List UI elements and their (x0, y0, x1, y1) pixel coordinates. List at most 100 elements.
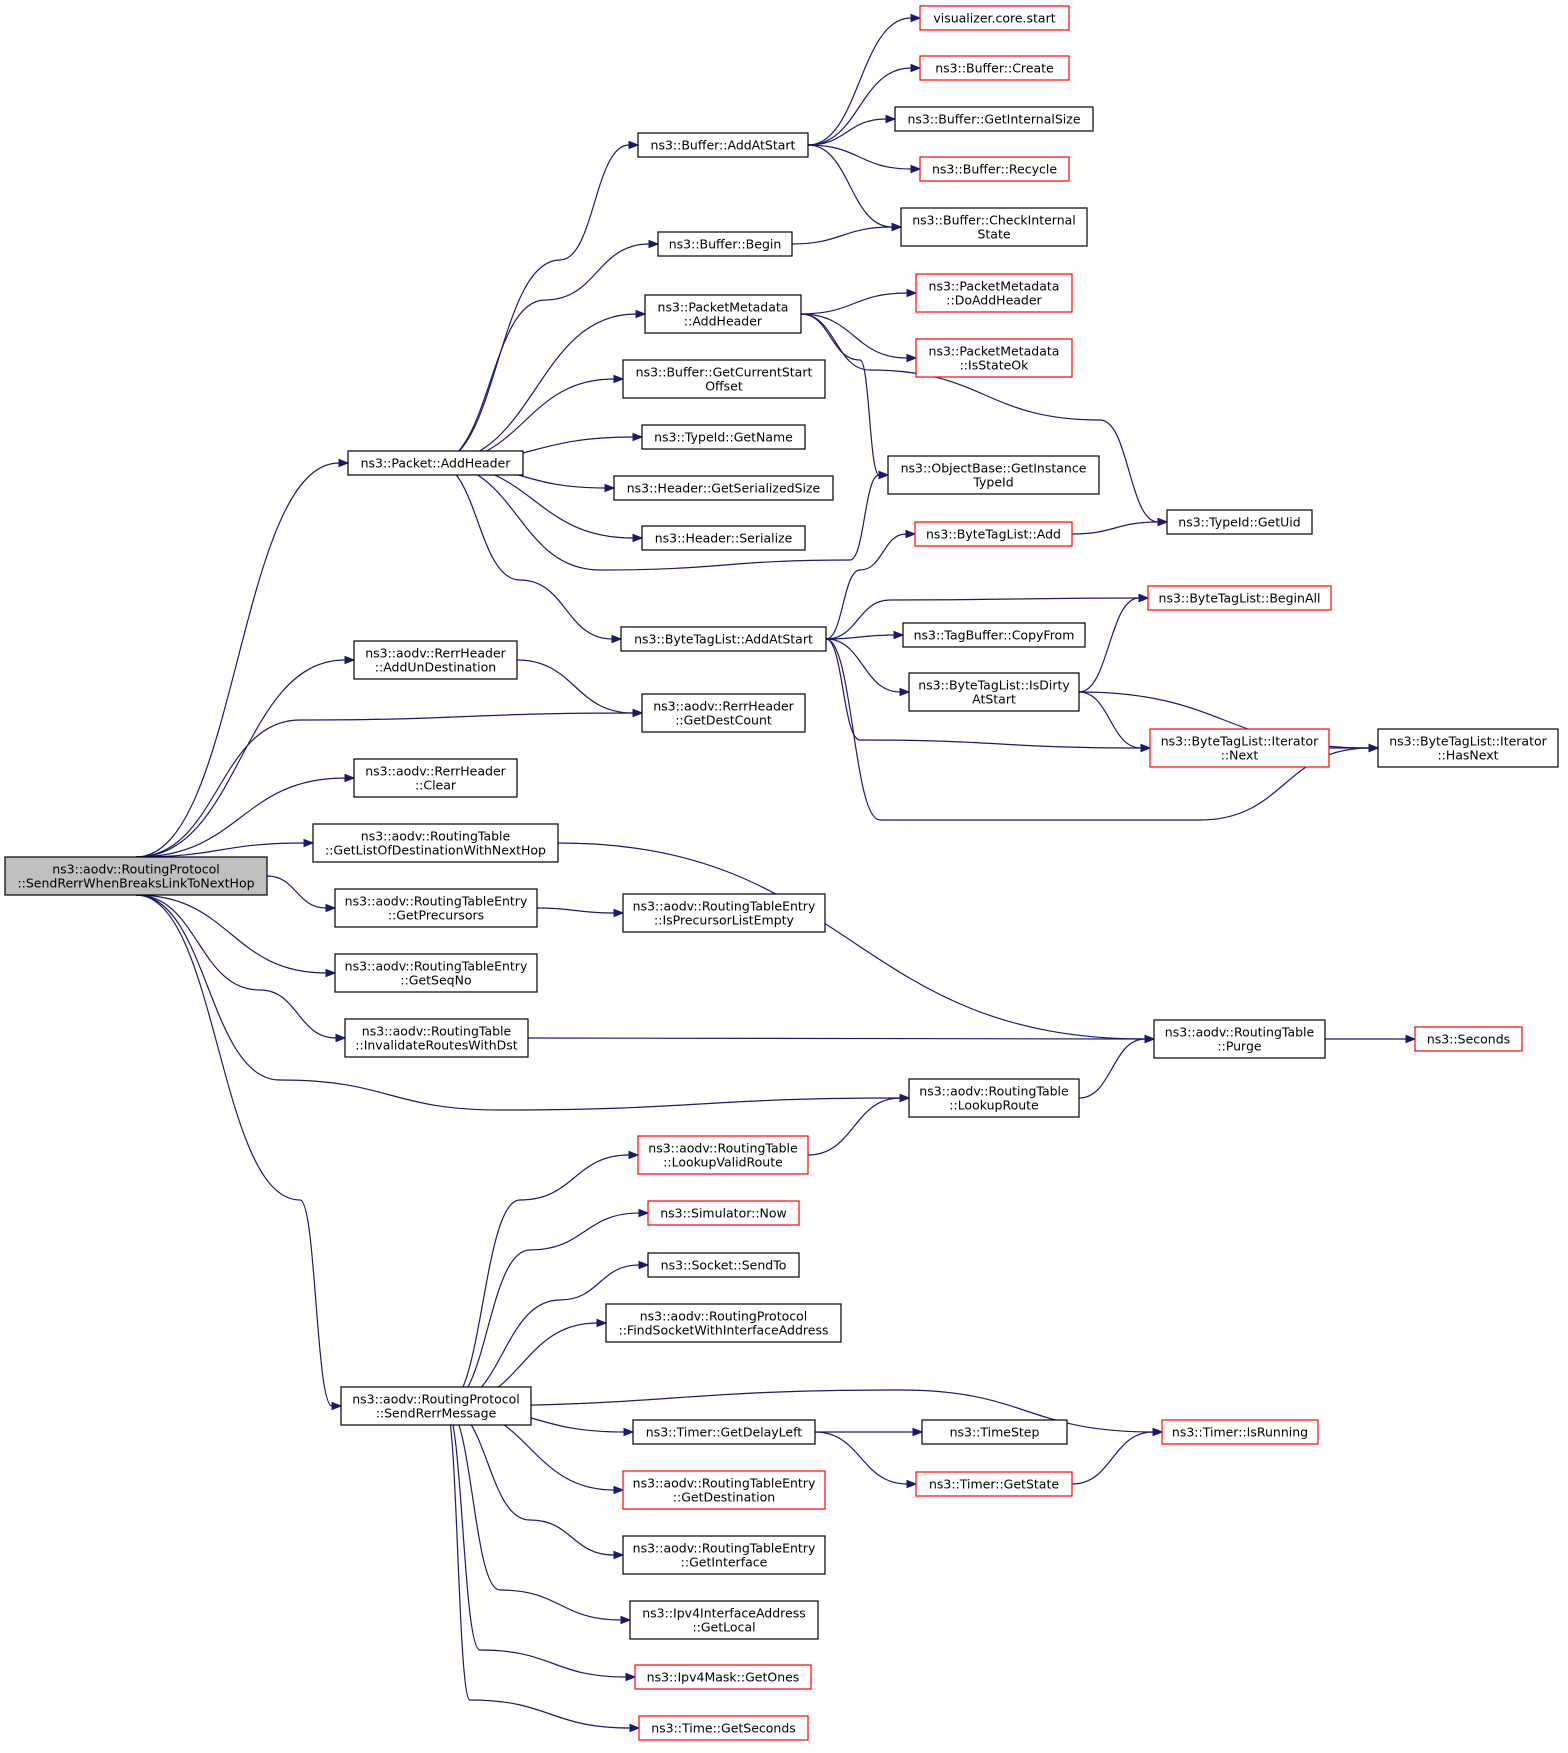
node-label: ns3::Ipv4Mask::GetOnes (647, 1670, 800, 1685)
edge-arrowhead (899, 687, 911, 697)
edge-rp-sendrerrmessage-to-ipv4ia-getlocal (445, 1405, 632, 1625)
node-rt-getlistofdest[interactable]: ns3::aodv::RoutingTable::GetListOfDestin… (312, 823, 559, 863)
node-label: ::DoAddHeader (946, 293, 1042, 308)
node-buffer-getinternalsize[interactable]: ns3::Buffer::GetInternalSize (894, 106, 1094, 132)
node-btl-iter-hasnext[interactable]: ns3::ByteTagList::Iterator::HasNext (1377, 728, 1559, 768)
node-rt-lookuproute[interactable]: ns3::aodv::RoutingTable::LookupRoute (908, 1078, 1080, 1118)
edge-timer-getdelayleft-to-timestep (815, 1427, 924, 1437)
edge-root-to-rt-getlistofdest (135, 838, 315, 858)
node-box (1153, 1019, 1326, 1059)
edge-pm-addheader-to-ob-getinstancetypeid (800, 313, 890, 480)
node-ipv4ia-getlocal[interactable]: ns3::Ipv4InterfaceAddress::GetLocal (629, 1600, 819, 1640)
node-box (908, 1078, 1080, 1118)
node-typeid-getuid[interactable]: ns3::TypeId::GetUid (1166, 509, 1313, 535)
edge-arrowhead (325, 903, 337, 913)
edge-arrowhead (1140, 743, 1152, 753)
edge-line (435, 462, 880, 571)
edge-buffer-addatstart-to-buffer-getinternalsize (807, 114, 897, 146)
node-btl-add[interactable]: ns3::ByteTagList::Add (914, 521, 1073, 547)
node-box (632, 1419, 816, 1445)
node-pm-isstateok[interactable]: ns3::PacketMetadata::IsStateOk (915, 338, 1073, 378)
node-timer-getstate[interactable]: ns3::Timer::GetState (915, 1471, 1073, 1497)
node-btl-addatstart[interactable]: ns3::ByteTagList::AddAtStart (620, 626, 827, 652)
node-label: ::GetInterface (681, 1555, 768, 1570)
node-time-getseconds[interactable]: ns3::Time::GetSeconds (638, 1715, 809, 1741)
node-box (641, 693, 806, 733)
node-header-serialize[interactable]: ns3::Header::Serialize (641, 525, 806, 551)
node-box (637, 1135, 809, 1175)
node-seconds[interactable]: ns3::Seconds (1414, 1026, 1523, 1052)
edge-root-to-rerrheader-addun (135, 655, 356, 858)
edge-line (435, 462, 613, 640)
edge-arrowhead (338, 458, 350, 468)
node-rp-findsocket[interactable]: ns3::aodv::RoutingProtocol::FindSocketWi… (605, 1303, 842, 1343)
node-visualizer-start[interactable]: visualizer.core.start (919, 5, 1070, 31)
node-header-getsersize[interactable]: ns3::Header::GetSerializedSize (613, 475, 834, 501)
node-label: ::HasNext (1437, 748, 1498, 763)
node-label: ns3::aodv::RoutingTableEntry (633, 899, 816, 914)
node-btl-iter-next[interactable]: ns3::ByteTagList::Iterator::Next (1149, 728, 1330, 768)
node-rt-lookupvalidroute[interactable]: ns3::aodv::RoutingTable::LookupValidRout… (637, 1135, 809, 1175)
node-label: ::Clear (415, 778, 457, 793)
node-socket-sendto[interactable]: ns3::Socket::SendTo (647, 1252, 800, 1278)
edge-arrowhead (620, 1615, 632, 1625)
edge-arrowhead (628, 140, 640, 150)
node-rte-isprecursorempty[interactable]: ns3::aodv::RoutingTableEntry::IsPrecurso… (622, 893, 826, 933)
edge-line (800, 313, 908, 359)
node-timer-getdelayleft[interactable]: ns3::Timer::GetDelayLeft (632, 1419, 816, 1445)
node-box (637, 132, 809, 158)
node-box (641, 424, 806, 450)
node-pm-doaddheader[interactable]: ns3::PacketMetadata::DoAddHeader (915, 273, 1073, 313)
edge-root-to-packet-addheader (135, 458, 350, 858)
node-typeid-getname[interactable]: ns3::TypeId::GetName (641, 424, 806, 450)
node-label: ns3::Ipv4InterfaceAddress (642, 1606, 806, 1621)
edge-line (807, 17, 912, 146)
node-btl-beginall[interactable]: ns3::ByteTagList::BeginAll (1147, 585, 1332, 611)
node-pm-addheader[interactable]: ns3::PacketMetadata::AddHeader (644, 294, 802, 334)
edge-packet-addheader-to-buffer-getcurrentstart (435, 374, 625, 464)
node-rte-getseqno[interactable]: ns3::aodv::RoutingTableEntry::GetSeqNo (334, 953, 538, 993)
node-buffer-recycle[interactable]: ns3::Buffer::Recycle (919, 156, 1070, 182)
node-box (921, 1419, 1068, 1445)
edge-buffer-addatstart-to-visualizer-start (807, 13, 922, 146)
node-rerrheader-addun[interactable]: ns3::aodv::RerrHeader::AddUnDestination (353, 640, 518, 680)
node-rte-getinterface[interactable]: ns3::aodv::RoutingTableEntry::GetInterfa… (622, 1535, 826, 1575)
node-box (1166, 509, 1313, 535)
node-label: ns3::Header::GetSerializedSize (627, 481, 821, 496)
edge-line (135, 894, 337, 1039)
edge-line (516, 659, 634, 714)
node-root[interactable]: ns3::aodv::RoutingProtocol::SendRerrWhen… (4, 856, 268, 896)
node-label: ns3::Buffer::Begin (669, 237, 782, 252)
node-rerrheader-getdestcount[interactable]: ns3::aodv::RerrHeader::GetDestCount (641, 693, 806, 733)
node-rte-getdestination[interactable]: ns3::aodv::RoutingTableEntry::GetDestina… (622, 1470, 826, 1510)
node-buffer-begin[interactable]: ns3::Buffer::Begin (657, 231, 793, 257)
node-rt-invalidate[interactable]: ns3::aodv::RoutingTable::InvalidateRoute… (344, 1018, 529, 1058)
node-label: ns3::aodv::RoutingTable (648, 1141, 798, 1156)
edge-rt-lookupvalidroute-to-rt-lookuproute (807, 1093, 911, 1156)
node-box (620, 626, 827, 652)
node-tagbuffer-copyfrom[interactable]: ns3::TagBuffer::CopyFrom (902, 622, 1086, 648)
node-packet-addheader[interactable]: ns3::Packet::AddHeader (347, 450, 524, 476)
node-timer-isrunning[interactable]: ns3::Timer::IsRunning (1161, 1419, 1319, 1445)
node-rte-getprecursors[interactable]: ns3::aodv::RoutingTableEntry::GetPrecurs… (334, 888, 538, 928)
node-box (914, 521, 1073, 547)
node-label: ns3::Buffer::GetInternalSize (907, 112, 1080, 127)
node-rt-purge[interactable]: ns3::aodv::RoutingTable::Purge (1153, 1019, 1326, 1059)
node-ipv4mask-getones[interactable]: ns3::Ipv4Mask::GetOnes (634, 1664, 812, 1690)
node-sim-now[interactable]: ns3::Simulator::Now (647, 1200, 800, 1226)
node-timestep[interactable]: ns3::TimeStep (921, 1419, 1068, 1445)
node-label: ns3::aodv::RerrHeader (653, 699, 794, 714)
node-buffer-addatstart[interactable]: ns3::Buffer::AddAtStart (637, 132, 809, 158)
node-box (1414, 1026, 1523, 1052)
edges-layer (135, 13, 1417, 1733)
edge-arrowhead (891, 222, 903, 232)
edge-buffer-addatstart-to-buffer-create (807, 63, 922, 146)
node-buffer-create[interactable]: ns3::Buffer::Create (919, 55, 1070, 81)
node-rerrheader-clear[interactable]: ns3::aodv::RerrHeader::Clear (353, 758, 518, 798)
edge-btl-addatstart-to-btl-add (825, 529, 917, 640)
node-rp-sendrerrmessage[interactable]: ns3::aodv::RoutingProtocol::SendRerrMess… (340, 1386, 532, 1426)
